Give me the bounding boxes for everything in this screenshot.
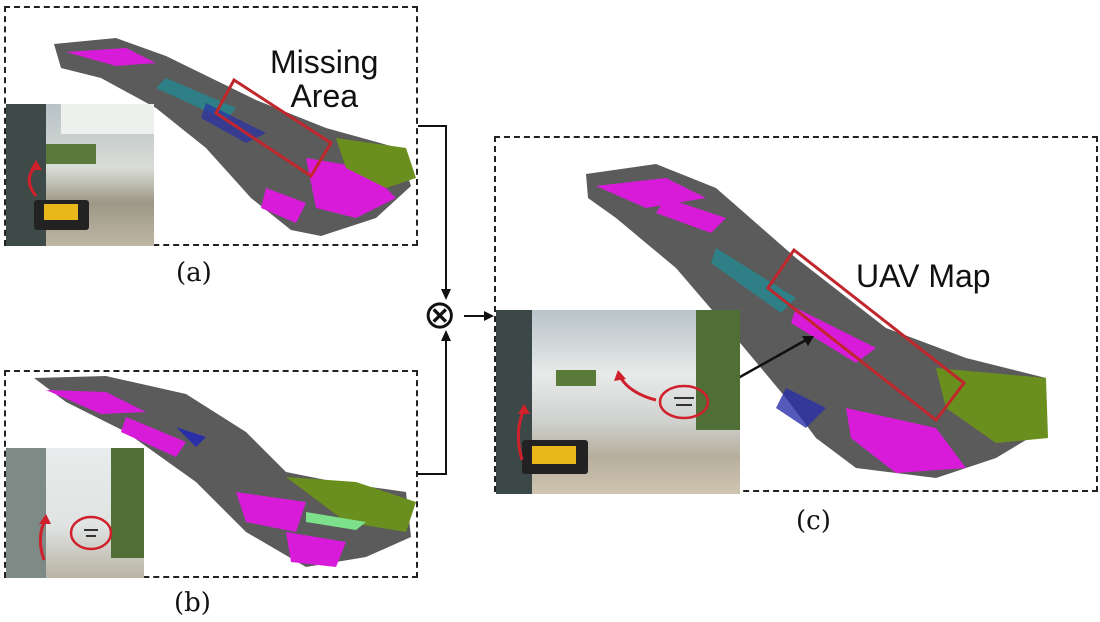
robot-photo-a xyxy=(6,104,154,246)
fusion-operator: ⊗ xyxy=(423,292,457,338)
panel-a: Missing Area xyxy=(4,6,418,246)
missing-area-line1: Missing xyxy=(270,44,379,80)
pointcloud-a xyxy=(54,38,416,236)
pointcloud-c xyxy=(586,164,1048,478)
panel-b xyxy=(4,370,418,578)
robot-drone-photo-c xyxy=(496,310,740,494)
caption-a: (a) xyxy=(176,258,212,288)
caption-c: (c) xyxy=(796,506,831,536)
missing-area-label: Missing Area xyxy=(270,44,379,114)
panel-c: UAV Map xyxy=(494,136,1098,494)
pointcloud-b xyxy=(34,376,416,567)
drone-photo-b xyxy=(6,448,144,578)
caption-b: (b) xyxy=(174,588,211,618)
missing-area-line2: Area xyxy=(290,77,359,114)
uav-map-label: UAV Map xyxy=(856,258,991,294)
